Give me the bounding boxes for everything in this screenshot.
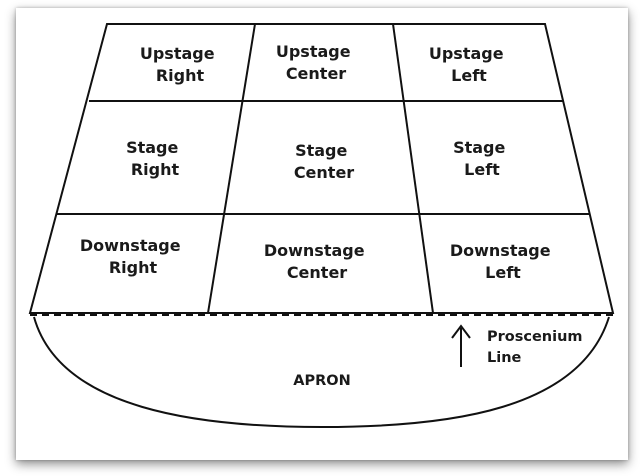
area-downstage-right: Downstage Right <box>80 236 186 277</box>
area-downstage-left: Downstage Left <box>450 241 556 282</box>
diagram-frame <box>16 8 628 460</box>
area-upstage-right: Upstage Right <box>140 44 220 85</box>
area-upstage-left: Upstage Left <box>429 44 509 85</box>
apron-outline <box>33 316 610 429</box>
area-stage-left: Stage Left <box>453 138 511 179</box>
area-stage-right: Stage Right <box>126 138 184 179</box>
stage-outline <box>28 23 615 314</box>
area-downstage-center: Downstage Center <box>264 241 370 282</box>
proscenium-label: Proscenium Line <box>487 329 588 366</box>
column-divider-left <box>392 23 434 314</box>
apron-label: APRON <box>293 373 350 389</box>
area-stage-center: Stage Center <box>294 141 354 182</box>
up-arrow-icon <box>451 324 471 367</box>
column-divider-right <box>207 23 256 314</box>
area-upstage-center: Upstage Center <box>276 42 356 83</box>
